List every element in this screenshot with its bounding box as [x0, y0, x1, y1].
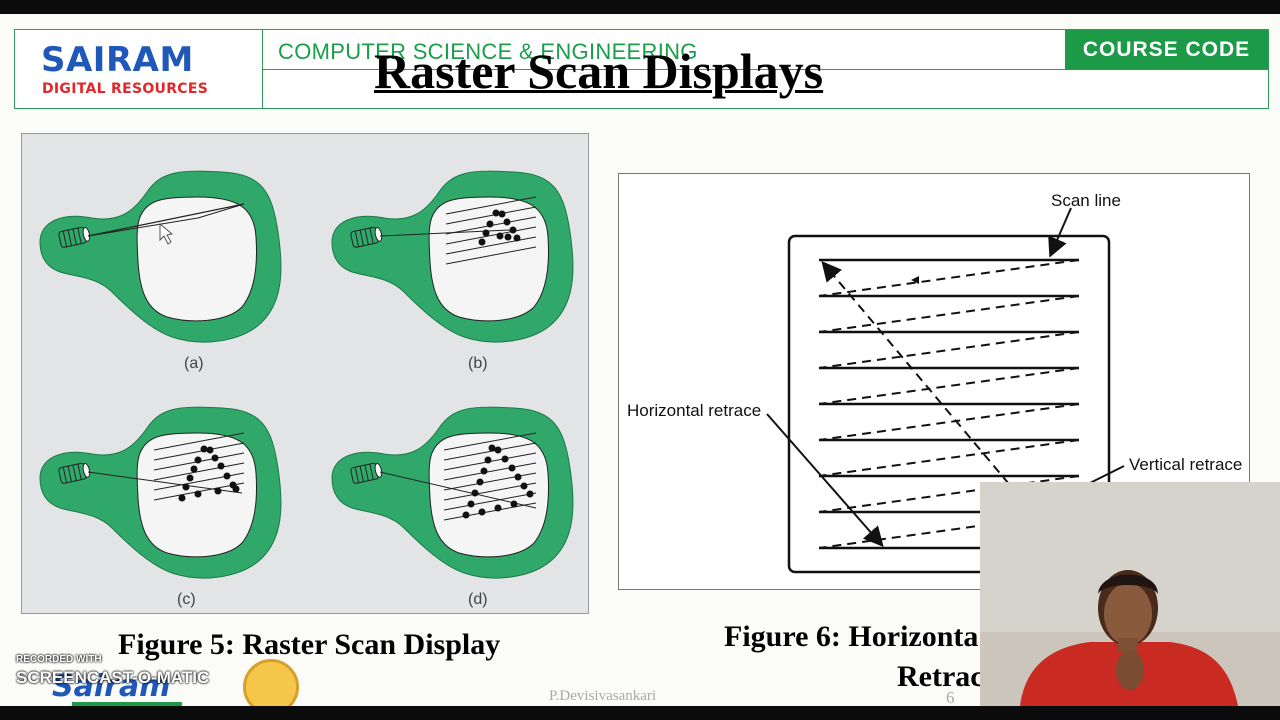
svg-text:Sairam: Sairam — [52, 669, 170, 704]
crt-diagrams: (a) (b) (c) (d) — [39, 170, 574, 608]
label-horizontal-retrace: Horizontal retrace — [627, 401, 761, 420]
header-divider — [263, 69, 1268, 70]
sairam-institutions-logo: Sairam INSTITUTIONS — [52, 669, 182, 706]
logo-sub-text: DIGITAL RESOURCES — [42, 81, 209, 97]
sairam-logo: SAIRAM DIGITAL RESOURCES — [15, 30, 263, 108]
label-vertical-retrace: Vertical retrace — [1129, 455, 1242, 474]
figure-label-a: (a) — [184, 355, 204, 372]
department-name: COMPUTER SCIENCE & ENGINEERING — [278, 39, 698, 64]
figure6-caption-line1: Figure 6: Horizonta — [724, 620, 979, 653]
page-number: 6 — [946, 688, 955, 706]
course-code-badge: COURSE CODE — [1065, 30, 1268, 69]
recording-watermark: RECORDED WITH SCREENCAST-O-MATIC — [14, 652, 294, 706]
label-scan-line: Scan line — [1051, 191, 1121, 210]
figure-label-d: (d) — [468, 591, 488, 608]
figure-label-b: (b) — [468, 355, 488, 372]
presentation-slide: SAIRAM DIGITAL RESOURCES COMPUTER SCIENC… — [0, 14, 1280, 706]
figure5-caption: Figure 5: Raster Scan Display — [118, 628, 501, 661]
logo-main-text: SAIRAM — [41, 40, 194, 80]
bottom-black-bar — [0, 706, 1280, 720]
figure-raster-scan-display: (a) (b) (c) (d) — [21, 133, 589, 614]
author-name: P.Devisivasankari — [549, 688, 657, 704]
svg-text:INSTITUTIONS: INSTITUTIONS — [80, 705, 159, 706]
crt-d — [331, 406, 574, 579]
crt-b — [331, 170, 574, 343]
recorded-with-text: RECORDED WITH — [16, 654, 102, 665]
slide-header: SAIRAM DIGITAL RESOURCES COMPUTER SCIENC… — [14, 29, 1269, 109]
figure6-caption-line2: Retrac — [897, 660, 984, 693]
top-black-bar — [0, 0, 1280, 14]
webcam-overlay — [980, 482, 1280, 706]
crt-a — [39, 170, 282, 343]
presenter-video — [980, 482, 1280, 706]
slide-title: Raster Scan Displays — [374, 43, 824, 99]
founder-medal-icon — [243, 659, 299, 706]
screencast-text: SCREENCAST-O-MATIC — [16, 668, 210, 687]
crt-c — [39, 406, 282, 579]
figure-label-c: (c) — [177, 591, 196, 608]
